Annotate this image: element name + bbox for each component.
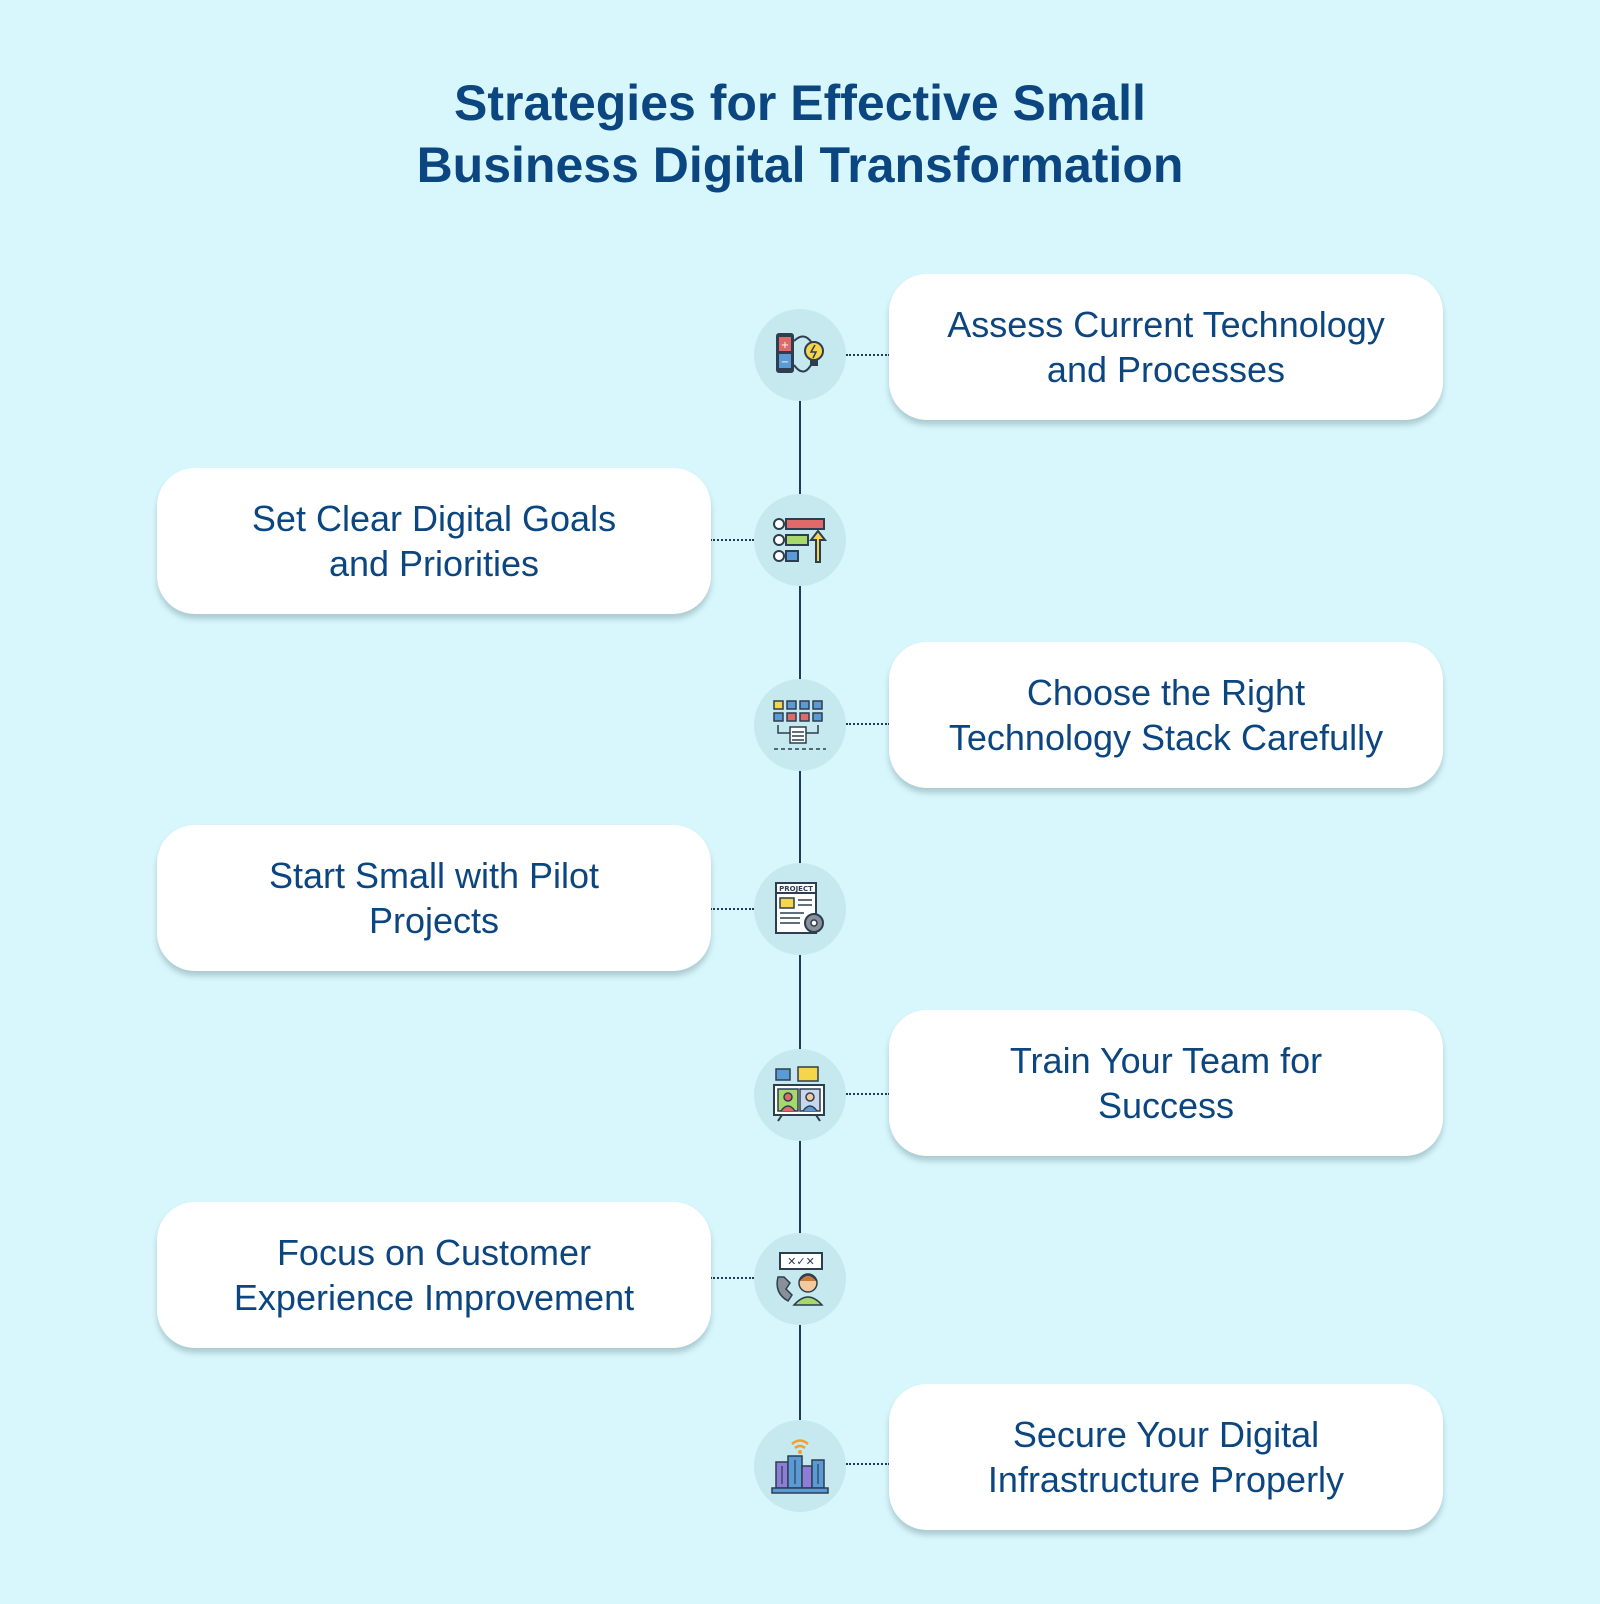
page-title: Strategies for Effective Small Business … bbox=[0, 72, 1600, 196]
step-2-line-2: and Priorities bbox=[328, 543, 540, 584]
priority-list-icon bbox=[773, 518, 828, 563]
step-7-text: Secure Your Digital Infrastructure Prope… bbox=[970, 1412, 1362, 1502]
step-2-node bbox=[754, 494, 846, 586]
step-5-line-1: Train Your Team for bbox=[1009, 1040, 1323, 1081]
step-1-text: Assess Current Technology and Processes bbox=[929, 302, 1403, 392]
step-3-connector bbox=[846, 723, 890, 725]
step-1-line-1: Assess Current Technology bbox=[947, 304, 1385, 345]
step-4-text: Start Small with Pilot Projects bbox=[251, 853, 617, 943]
wifi-buildings-icon bbox=[771, 1439, 829, 1494]
step-6-text: Focus on Customer Experience Improvement bbox=[216, 1230, 652, 1320]
step-5-connector bbox=[846, 1093, 890, 1095]
step-3-line-1: Choose the Right bbox=[1026, 672, 1306, 713]
step-3-card: Choose the Right Technology Stack Carefu… bbox=[889, 642, 1443, 788]
step-4-card: Start Small with Pilot Projects bbox=[157, 825, 711, 971]
step-4-connector bbox=[710, 908, 754, 910]
step-3-node bbox=[754, 679, 846, 771]
step-2-text: Set Clear Digital Goals and Priorities bbox=[234, 496, 634, 586]
step-6-line-2: Experience Improvement bbox=[233, 1277, 635, 1318]
battery-bulb-icon: + − bbox=[776, 333, 824, 373]
step-1-node: + − bbox=[754, 309, 846, 401]
step-7-line-1: Secure Your Digital bbox=[1012, 1414, 1320, 1455]
svg-text:✕✓✕: ✕✓✕ bbox=[787, 1255, 815, 1268]
step-5-node bbox=[754, 1049, 846, 1141]
step-6-line-1: Focus on Customer bbox=[276, 1232, 592, 1273]
step-2-line-1: Set Clear Digital Goals bbox=[251, 498, 617, 539]
step-6-node: ✕✓✕ bbox=[754, 1233, 846, 1325]
step-2-card: Set Clear Digital Goals and Priorities bbox=[157, 468, 711, 614]
step-6-card: Focus on Customer Experience Improvement bbox=[157, 1202, 711, 1348]
step-5-card: Train Your Team for Success bbox=[889, 1010, 1443, 1156]
step-4-line-1: Start Small with Pilot bbox=[268, 855, 600, 896]
video-conference-icon bbox=[773, 1066, 825, 1122]
svg-text:−: − bbox=[781, 357, 789, 368]
step-3-text: Choose the Right Technology Stack Carefu… bbox=[931, 670, 1401, 760]
step-4-node: PROJECT bbox=[754, 863, 846, 955]
step-6-connector bbox=[710, 1277, 754, 1279]
step-7-card: Secure Your Digital Infrastructure Prope… bbox=[889, 1384, 1443, 1530]
step-7-connector bbox=[846, 1463, 890, 1465]
step-1-connector bbox=[846, 354, 890, 356]
title-line-1: Strategies for Effective Small bbox=[454, 75, 1146, 131]
customer-support-icon: ✕✓✕ bbox=[776, 1252, 824, 1306]
step-1-card: Assess Current Technology and Processes bbox=[889, 274, 1443, 420]
svg-text:PROJECT: PROJECT bbox=[779, 885, 813, 893]
step-7-node bbox=[754, 1420, 846, 1512]
step-1-line-2: and Processes bbox=[1046, 349, 1286, 390]
step-7-line-2: Infrastructure Properly bbox=[987, 1459, 1345, 1500]
step-3-line-2: Technology Stack Carefully bbox=[948, 717, 1384, 758]
server-network-icon bbox=[773, 700, 826, 750]
step-4-line-2: Projects bbox=[368, 900, 500, 941]
step-5-text: Train Your Team for Success bbox=[992, 1038, 1340, 1128]
step-5-line-2: Success bbox=[1097, 1085, 1235, 1126]
step-2-connector bbox=[710, 539, 754, 541]
svg-text:+: + bbox=[781, 340, 789, 351]
project-document-icon: PROJECT bbox=[775, 882, 824, 934]
title-line-2: Business Digital Transformation bbox=[416, 137, 1184, 193]
